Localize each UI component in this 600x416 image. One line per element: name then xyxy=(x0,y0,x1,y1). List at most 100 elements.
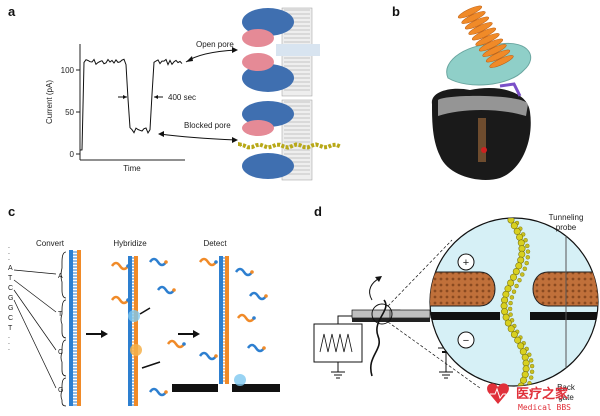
pore-protein-top xyxy=(242,8,294,36)
pore-channel xyxy=(276,44,320,56)
beacon-probe xyxy=(246,343,266,353)
beacon-tag xyxy=(126,264,130,268)
convert-arrow xyxy=(13,299,57,389)
open-pore-illustration xyxy=(242,7,320,97)
beacon-probe xyxy=(248,291,268,301)
strand-bead xyxy=(514,283,519,289)
convert-arrow xyxy=(13,279,57,313)
pore-protein-bottom xyxy=(242,64,294,92)
blocked-pore-label: Blocked pore xyxy=(184,121,231,130)
hybridize-orange-rail xyxy=(134,256,138,406)
sequence-char: . xyxy=(8,255,10,262)
back-gate-label-line2: gate xyxy=(558,393,574,402)
sequence-char: . xyxy=(8,339,10,346)
brace-t xyxy=(60,299,67,339)
pore-channel-center xyxy=(478,118,486,162)
watermark-cn: 医疗之家 xyxy=(516,386,569,402)
step-convert-label: Convert xyxy=(36,239,65,248)
strand-bead xyxy=(525,243,530,249)
heart-icon xyxy=(487,383,509,404)
x-axis-label: Time xyxy=(123,164,141,173)
zoom-circle xyxy=(371,303,393,325)
strand-bead xyxy=(529,363,535,369)
beacon-tag xyxy=(182,342,186,346)
strand-bead xyxy=(501,296,509,304)
convert-arrow xyxy=(13,289,57,351)
tunneling-probe-label-line2: probe xyxy=(556,223,577,232)
strand-bead xyxy=(522,365,530,373)
watermark: 医疗之家 Medical BBS xyxy=(487,383,571,412)
beacon-tag xyxy=(252,316,256,320)
sequence-char: . xyxy=(8,333,10,340)
sequence-char: T xyxy=(8,325,13,332)
strand-bead xyxy=(529,369,535,374)
y-tick-label-0: 0 xyxy=(70,150,75,159)
tunneling-probe-label-line1: Tunneling xyxy=(549,213,584,222)
panel-b-label: b xyxy=(392,4,400,19)
strand-bead xyxy=(512,267,520,275)
beacon-tag xyxy=(250,270,254,274)
pore-domain-pink-top-2 xyxy=(242,120,274,136)
sequence-char: G xyxy=(8,295,13,302)
detect-orange-rail xyxy=(225,256,229,384)
sequence-char: C xyxy=(8,315,13,322)
brace-g xyxy=(60,377,67,407)
blocked-pore-illustration xyxy=(238,99,341,181)
block-label-t: T xyxy=(58,311,63,318)
beacon-probe xyxy=(110,261,130,271)
strand-bead xyxy=(517,239,525,247)
blocked-pore-arrowhead-right xyxy=(232,137,238,143)
open-pore-arrowhead-left xyxy=(186,56,193,62)
step-arrowhead-1 xyxy=(101,330,108,338)
strand-bead xyxy=(509,295,515,300)
strand-bead xyxy=(504,319,512,327)
strand-rungs xyxy=(73,251,77,406)
strand-blue-rail xyxy=(69,250,73,406)
strand-bead xyxy=(501,308,509,316)
helix-turn xyxy=(489,55,514,68)
strand-bead xyxy=(525,255,530,260)
fluorophore-orange-burst xyxy=(130,344,142,356)
electrode-right xyxy=(389,309,431,319)
blocked-pore-arrow xyxy=(159,133,237,141)
strand-bead xyxy=(510,330,518,338)
helix-turn xyxy=(485,49,511,63)
block-label-g: G xyxy=(58,387,63,394)
duration-label: 400 sec xyxy=(168,93,196,102)
beacon-probe xyxy=(148,387,168,397)
strand-bead xyxy=(517,278,522,283)
panel-a-label: a xyxy=(8,4,16,19)
beacon-probe xyxy=(166,339,186,349)
convert-arrow xyxy=(13,269,57,275)
current-trace-line xyxy=(79,58,183,151)
zoom-line-top xyxy=(387,239,453,307)
strand-bead xyxy=(521,371,529,379)
helix-turn xyxy=(468,22,493,35)
pore-domain-pink-top xyxy=(242,29,274,47)
strand-bead xyxy=(507,279,515,287)
substrate xyxy=(352,318,430,322)
strand-bead xyxy=(510,222,518,230)
sequence-char: . xyxy=(8,345,10,352)
strand-bead xyxy=(529,358,534,363)
sequence-char: T xyxy=(8,275,13,282)
strand-bead xyxy=(507,306,513,312)
step-arrowhead-2 xyxy=(193,330,200,338)
strand-bead xyxy=(508,300,513,306)
strand-bead xyxy=(511,289,517,294)
beacon-tag xyxy=(264,294,268,298)
gate-electrode-right xyxy=(530,312,598,320)
orange-dna-helix xyxy=(457,5,514,68)
beacon-probe xyxy=(236,313,256,323)
purple-linker xyxy=(499,82,522,97)
helix-turn xyxy=(457,5,483,19)
nanopore-membrane-left xyxy=(172,384,218,392)
duration-arrowhead-right xyxy=(154,95,158,99)
y-axis-label: Current (pA) xyxy=(45,80,54,124)
brace-c xyxy=(60,339,67,377)
detect-rungs xyxy=(223,257,225,382)
fluorophore-blue-burst xyxy=(128,310,140,322)
converted-dna-strand xyxy=(69,250,81,406)
motion-arrow xyxy=(369,277,381,301)
